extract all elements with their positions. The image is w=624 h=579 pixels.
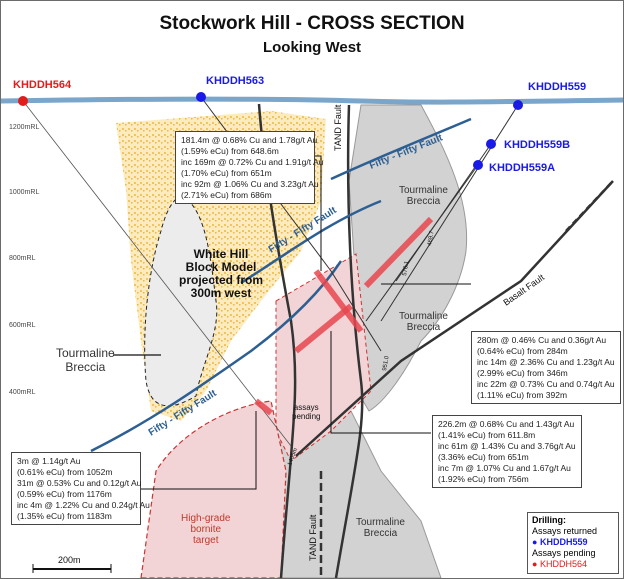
red-dot-icon: ● [532,559,538,569]
fault-label-tand2: TAND Fault [308,514,318,561]
drilling-legend: Drilling: Assays returned ● KHDDH559 Ass… [527,512,619,574]
collar-559b [486,139,496,149]
intercept-563 [313,269,364,333]
elevation-label: 800mRL [9,255,36,262]
leader-box3 [330,331,431,434]
figure-title: Stockwork Hill - CROSS SECTION [159,13,465,34]
collar-559 [513,100,523,110]
drillhole-559-trace [380,104,519,322]
intercept-559a [294,303,353,354]
fifty-fault-mid [240,199,382,285]
scale-label: 200m [58,555,81,565]
fault-label-tand1: TAND Fault [333,104,343,151]
legend-pending: Assays pending [532,548,596,558]
leader-box4 [141,411,257,490]
blue-dot-icon: ● [532,537,538,547]
tand-fault-east [334,104,364,578]
fifty-fault-lower [90,260,343,453]
drillhole-559a-trace [365,164,479,322]
drillhole-564-trace [22,100,292,447]
hole-label-559: KHDDH559 [528,81,587,93]
assay-box-559a: 226.2m @ 0.68% Cu and 1.43g/t Au(1.41% e… [432,415,582,488]
elevation-label: 400mRL [9,389,36,396]
assay-box-559: 280m @ 0.46% Cu and 0.36g/t Au(0.64% eCu… [471,331,621,404]
collar-564 [18,96,28,106]
depth-mark-3: 951.0 [382,355,391,371]
topography-line [1,96,623,105]
intercept-564 [254,398,273,416]
legend-returned: Assays returned [532,526,598,536]
figure-subtitle: Looking West [262,39,362,56]
basalt-fault-dashed [565,180,614,232]
elevation-label: 1000mRL [9,189,40,196]
collar-563 [196,92,206,102]
drillhole-563-lower [330,270,382,352]
elevation-label: 600mRL [9,322,36,329]
intercept-559 [363,216,434,289]
legend-hole-returned: ● KHDDH559 [532,537,588,547]
assay-box-563: 181.4m @ 0.68% Cu and 1.78g/t Au(1.59% e… [175,131,323,204]
depth-mark-2: 576.1 [402,260,411,276]
hole-label-564: KHDDH564 [13,79,72,91]
collar-559a [473,160,483,170]
depth-mark-1: 469.7 [427,230,436,246]
depth-mark-4: 1405m [287,447,299,466]
hole-label-563: KHDDH563 [206,75,265,87]
elevation-label: 1200mRL [9,124,40,131]
breccia-upper-shape [348,104,468,412]
hole-label-559a: KHDDH559A [489,162,556,174]
fifty-fault-upper [330,117,472,181]
legend-hole-pending: ● KHDDH564 [532,559,587,569]
hole-label-559b: KHDDH559B [504,139,571,151]
legend-heading: Drilling: [532,515,566,525]
